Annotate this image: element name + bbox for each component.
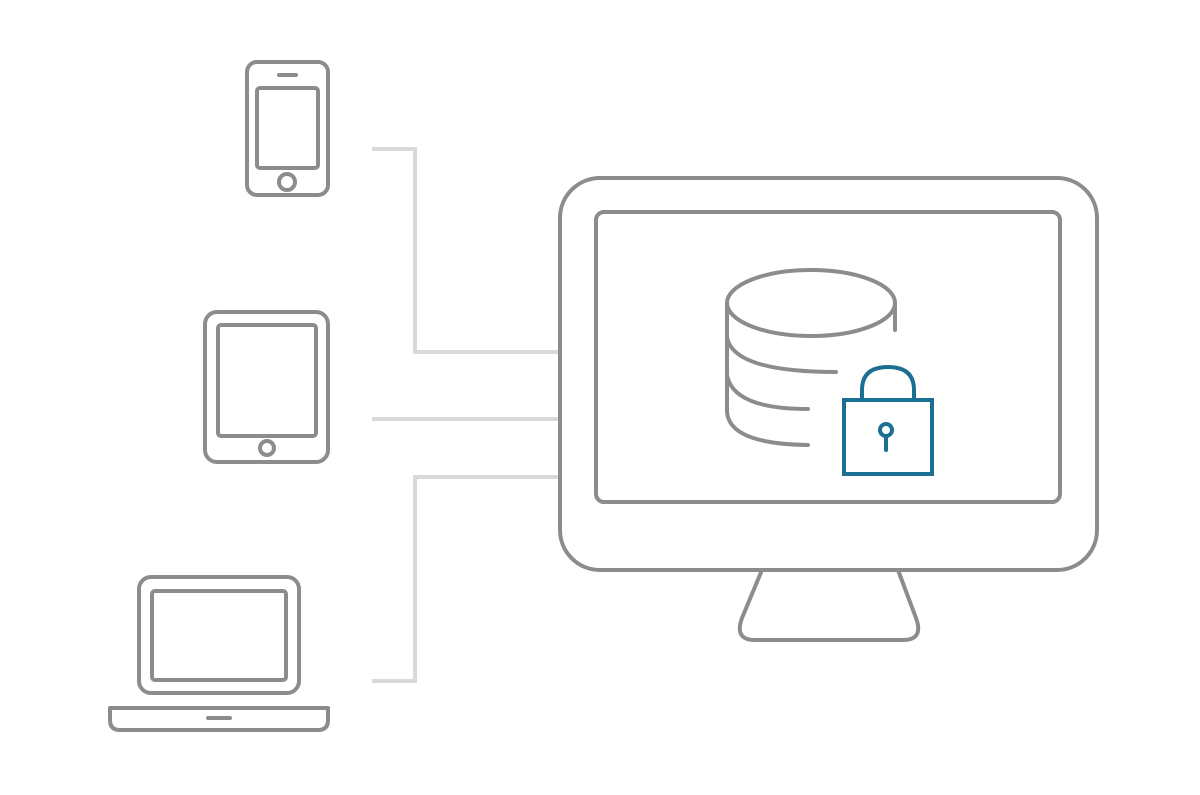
connector-phone [372, 147, 560, 354]
laptop-icon [108, 575, 330, 732]
desktop-monitor-icon [558, 176, 1099, 642]
database-icon [725, 268, 897, 447]
connector-laptop [372, 475, 560, 683]
tablet-icon [203, 310, 330, 464]
connectors [372, 147, 560, 683]
padlock-icon [842, 364, 934, 476]
smartphone-icon [245, 60, 330, 197]
